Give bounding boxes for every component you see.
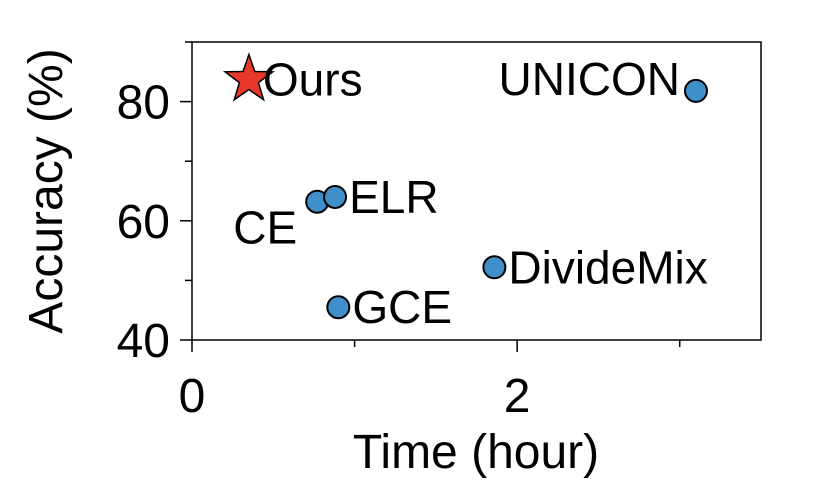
point-label: GCE bbox=[352, 281, 452, 333]
y-tick-label: 60 bbox=[117, 196, 170, 249]
axis-ticks: 40 60 80 0 2 bbox=[117, 41, 681, 423]
point-label: Ours bbox=[263, 54, 363, 106]
data-points: CE ELR GCE DivideMix UNICON Ours bbox=[222, 52, 708, 333]
y-axis-label: Accuracy (%) bbox=[20, 48, 73, 333]
point-label: CE bbox=[233, 202, 297, 254]
x-tick-label: 0 bbox=[179, 370, 206, 423]
y-tick-label: 80 bbox=[117, 77, 170, 130]
x-axis-label: Time (hour) bbox=[353, 426, 599, 479]
x-tick-label: 2 bbox=[504, 370, 531, 423]
point-label: UNICON bbox=[499, 53, 680, 105]
circle-marker bbox=[326, 295, 351, 320]
circle-marker bbox=[482, 255, 507, 280]
point-label: DivideMix bbox=[508, 241, 707, 293]
circle-marker bbox=[683, 78, 708, 103]
plot-frame bbox=[191, 41, 762, 341]
circle-marker bbox=[323, 184, 348, 209]
point-label: ELR bbox=[349, 171, 438, 223]
y-tick-label: 40 bbox=[117, 315, 170, 368]
star-marker bbox=[222, 52, 275, 102]
